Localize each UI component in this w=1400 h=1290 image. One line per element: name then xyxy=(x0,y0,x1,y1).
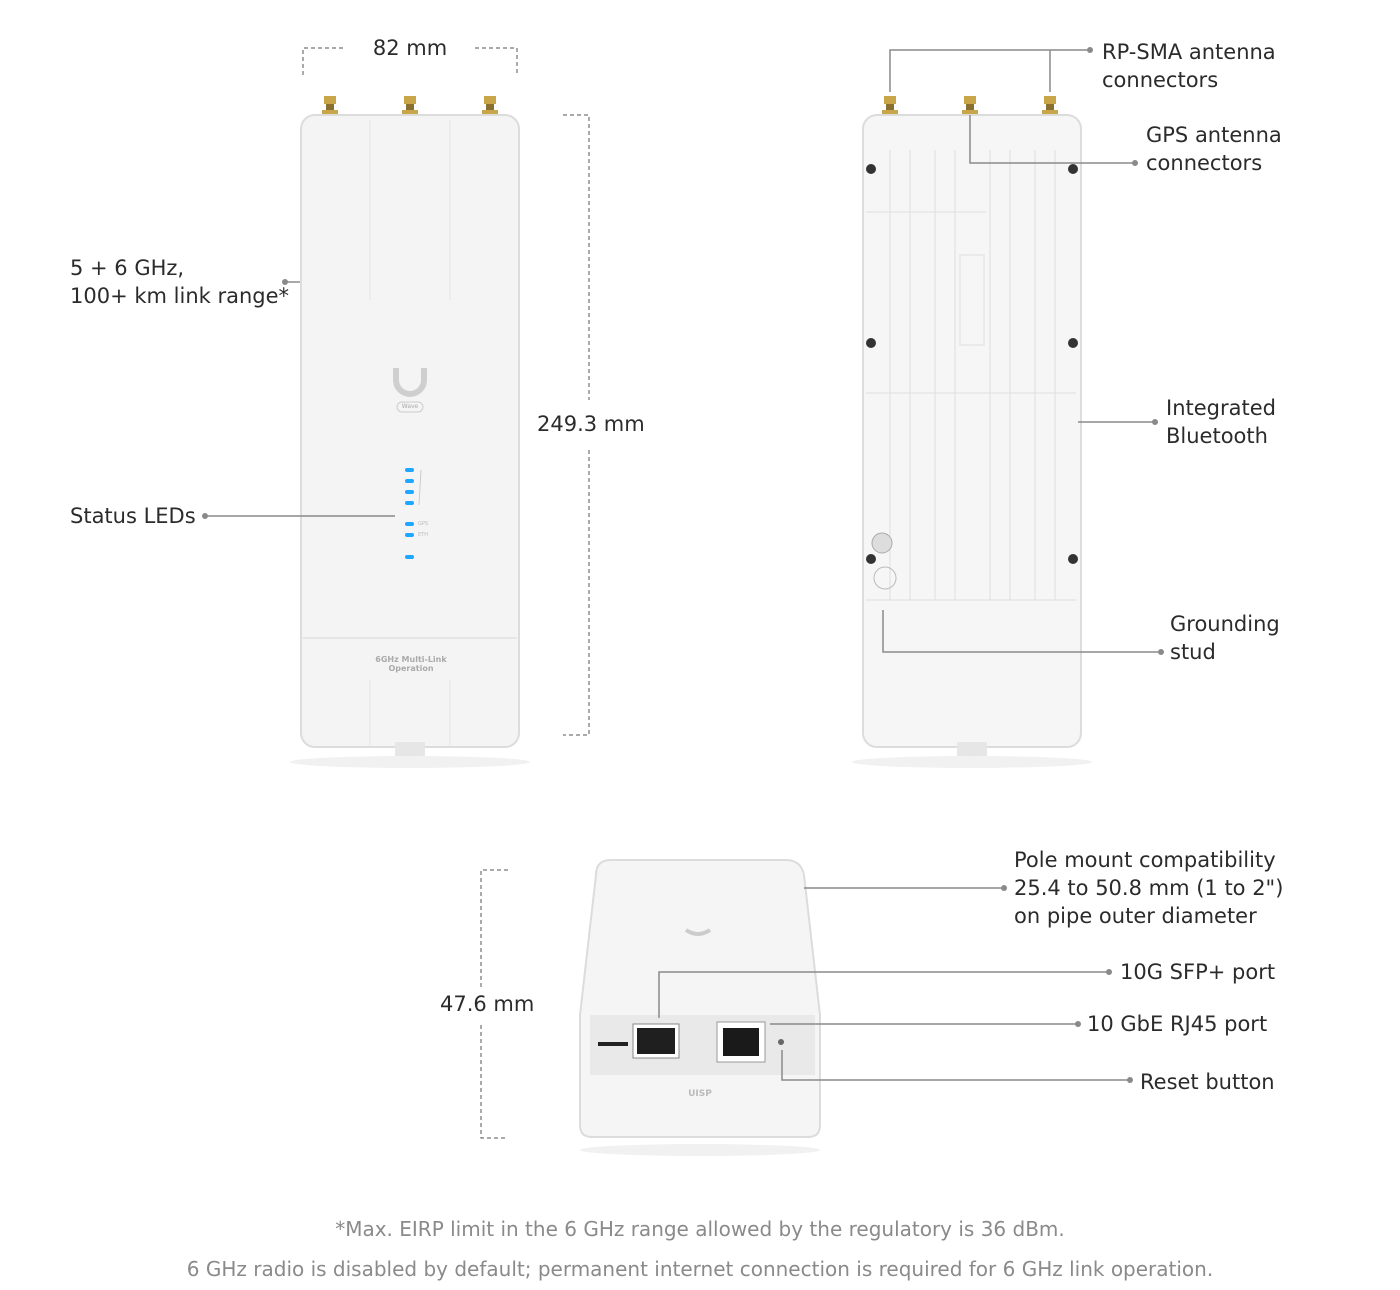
bottom-view-device xyxy=(579,859,821,1156)
callout-line: on pipe outer diameter xyxy=(1014,904,1257,928)
back-view-device xyxy=(852,96,1092,768)
callout-frequency: 5 + 6 GHz, 100+ km link range* xyxy=(70,254,289,310)
callout-line: connectors xyxy=(1102,68,1219,92)
width-dimension: 82 mm xyxy=(372,36,448,60)
led-eth-label: ETH xyxy=(418,532,428,538)
footnote-eirp: *Max. EIRP limit in the 6 GHz range allo… xyxy=(335,1217,1065,1241)
callout-line: 100+ km link range* xyxy=(70,284,290,308)
callout-line: 5 + 6 GHz, xyxy=(70,256,185,280)
dimension-lines xyxy=(302,47,590,1139)
callout-line: Bluetooth xyxy=(1166,424,1268,448)
callout-line: 25.4 to 50.8 mm (1 to 2") xyxy=(1014,876,1284,900)
callout-gps: GPS antenna connectors xyxy=(1146,121,1282,177)
callout-status-leds: Status LEDs xyxy=(70,504,196,528)
callout-line: connectors xyxy=(1146,151,1263,175)
callout-line: Pole mount compatibility xyxy=(1014,848,1276,872)
callout-line: GPS antenna xyxy=(1146,123,1282,147)
depth-dimension: 47.6 mm xyxy=(440,992,535,1016)
led-gps-label: GPS xyxy=(418,521,429,527)
callout-line: Integrated xyxy=(1166,396,1276,420)
front-view-device xyxy=(290,96,530,768)
callout-line: Grounding xyxy=(1170,612,1280,636)
callout-line: RP-SMA antenna xyxy=(1102,40,1276,64)
footnote-6ghz: 6 GHz radio is disabled by default; perm… xyxy=(186,1257,1214,1281)
callout-pole-mount: Pole mount compatibility 25.4 to 50.8 mm … xyxy=(1014,846,1283,930)
status-leds xyxy=(405,468,414,559)
callout-line: stud xyxy=(1170,640,1216,664)
uisp-logo-text: UISP xyxy=(688,1089,712,1099)
callout-rpsma: RP-SMA antenna connectors xyxy=(1102,38,1276,94)
callout-sfp: 10G SFP+ port xyxy=(1120,960,1276,984)
callout-grounding: Grounding stud xyxy=(1170,610,1280,666)
callout-rj45: 10 GbE RJ45 port xyxy=(1087,1012,1268,1036)
height-dimension: 249.3 mm xyxy=(537,412,645,436)
device-label: 6GHz Multi-Link Operation xyxy=(375,655,447,673)
callout-reset: Reset button xyxy=(1140,1070,1275,1094)
leader-lines xyxy=(205,49,1161,1081)
wave-logo-text: Wave xyxy=(401,403,419,410)
